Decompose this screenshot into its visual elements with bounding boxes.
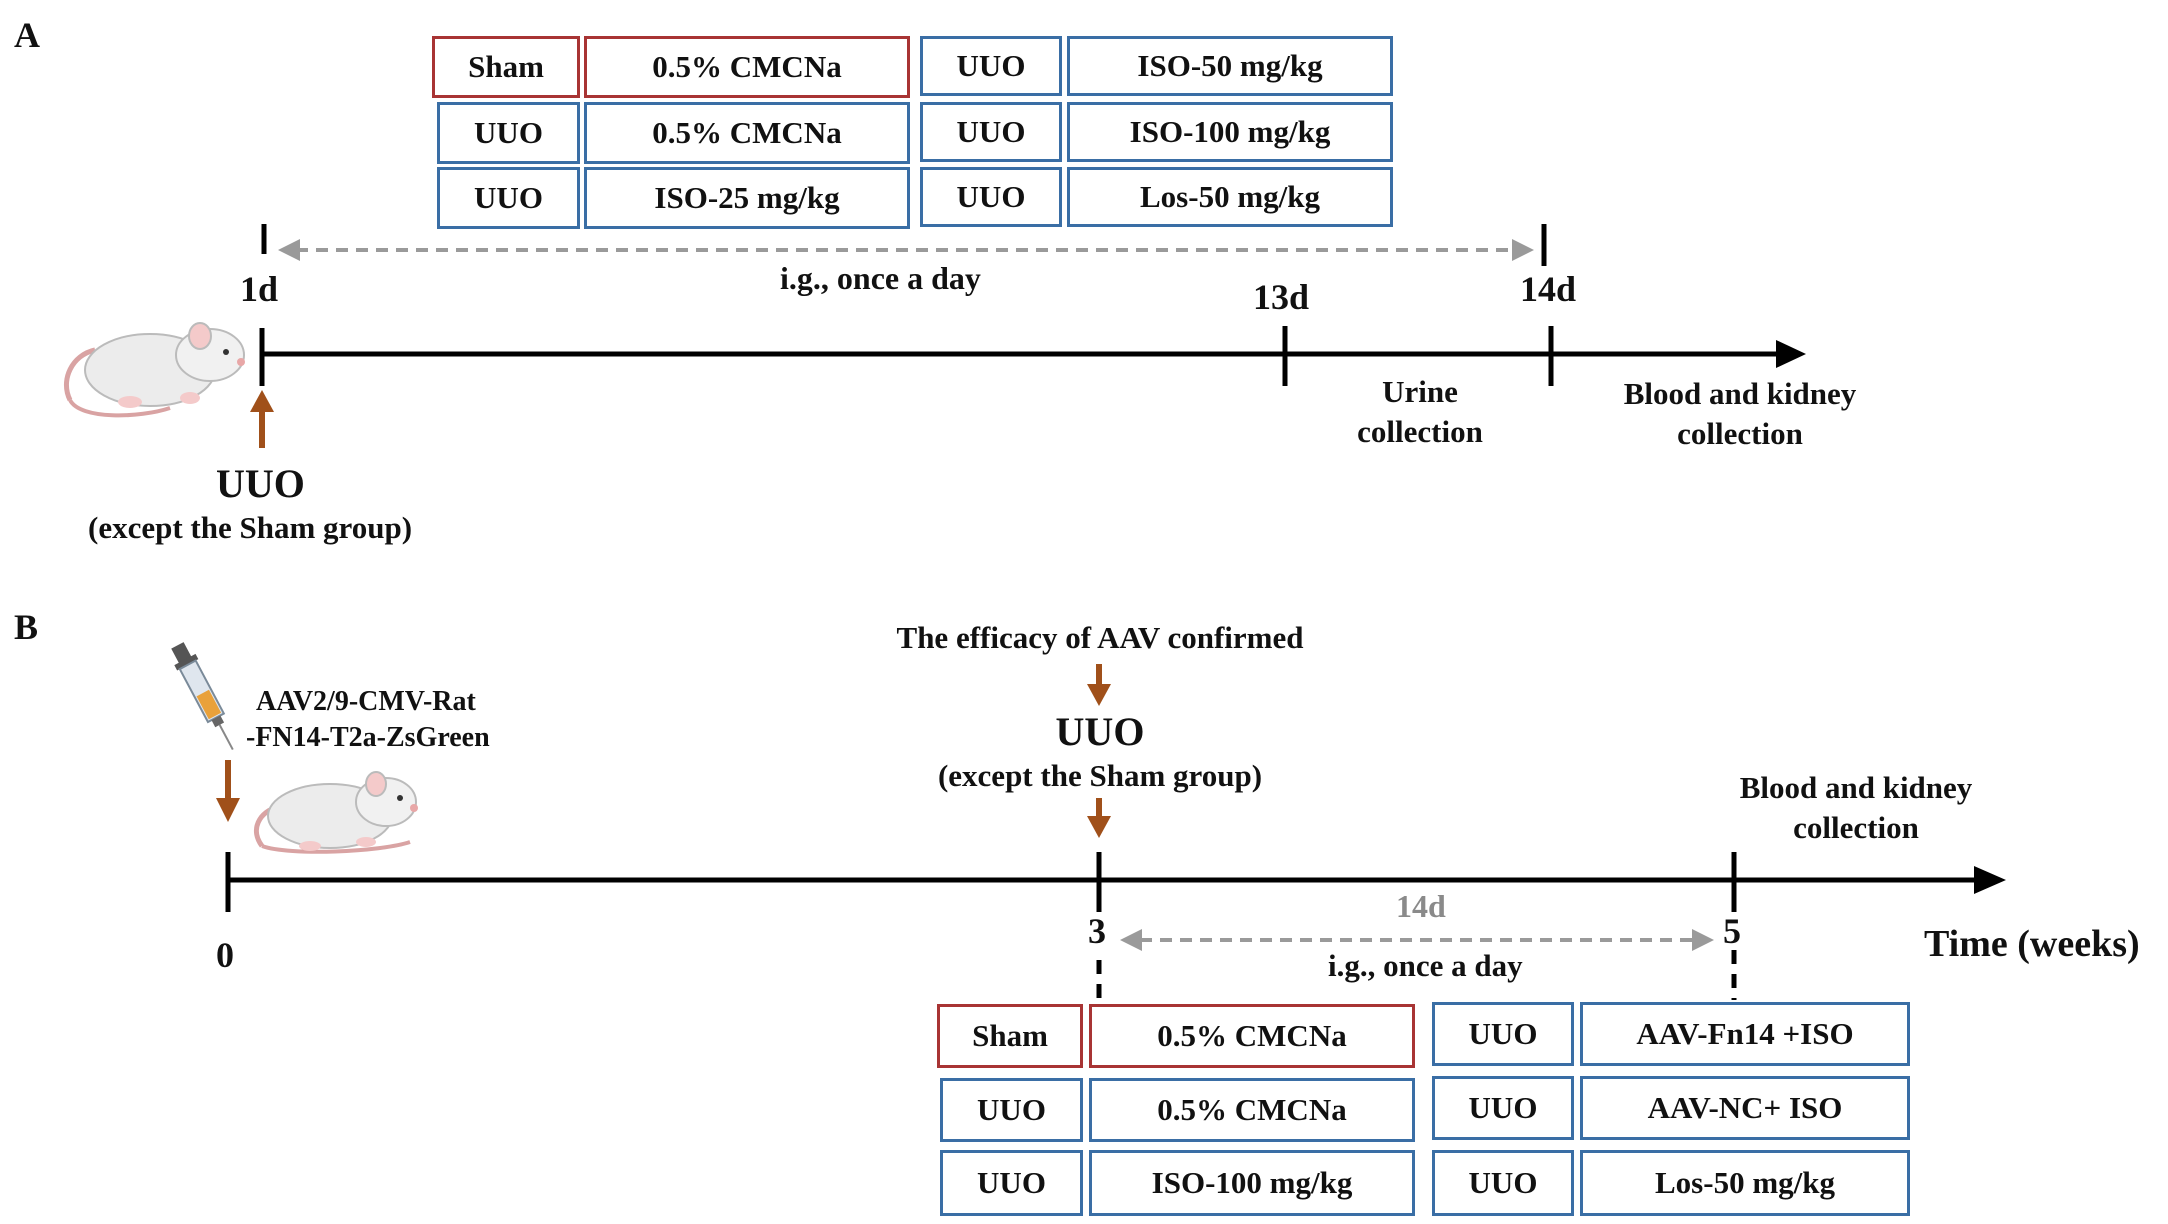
panel-b-letter: B xyxy=(14,607,39,647)
panel-b-group-2-treatment: 0.5% CMCNa xyxy=(1089,1078,1415,1142)
panel-b-efficacy-label: The efficacy of AAV confirmed xyxy=(896,620,1304,655)
panel-b-group-3-model: UUO xyxy=(940,1150,1083,1216)
panel-a-group-5-treatment: ISO-100 mg/kg xyxy=(1067,102,1393,162)
panel-b-blood-collection-line1: Blood and kidney xyxy=(1739,770,1973,805)
panel-a-dosing-right-head xyxy=(1512,239,1534,261)
panel-b-axis-label: Time (weeks) xyxy=(1924,923,2140,965)
panel-b-aav-arrow-head xyxy=(216,798,240,822)
panel-a-except-sham: (except the Sham group) xyxy=(88,510,413,545)
panel-a-group-1-treatment: 0.5% CMCNa xyxy=(584,36,910,98)
panel-a-blood-collection-line2: collection xyxy=(1677,416,1803,451)
panel-a-group-6-model: UUO xyxy=(920,167,1062,227)
panel-a-tick-13d-label: 13d xyxy=(1253,277,1310,317)
panel-b-uuo-arrow-head xyxy=(1087,816,1111,838)
panel-a-group-2-model: UUO xyxy=(437,102,580,164)
panel-a-group-4-model: UUO xyxy=(920,36,1062,96)
panel-b-tick-3-label: 3 xyxy=(1088,911,1106,951)
panel-b-dosing-left-head xyxy=(1120,929,1142,951)
panel-b-group-2-model: UUO xyxy=(940,1078,1083,1142)
panel-a-blood-collection-line1: Blood and kidney xyxy=(1623,376,1857,411)
panel-b-tick-5-label: 5 xyxy=(1723,911,1741,951)
rat-icon-b xyxy=(254,771,418,854)
panel-a-group-4-treatment: ISO-50 mg/kg xyxy=(1067,36,1393,96)
panel-b-group-1-treatment: 0.5% CMCNa xyxy=(1089,1004,1415,1068)
panel-a-tick-1d-label: 1d xyxy=(240,269,279,309)
panel-a-group-6-treatment: Los-50 mg/kg xyxy=(1067,167,1393,227)
panel-b-group-5-treatment: AAV-NC+ ISO xyxy=(1580,1076,1910,1140)
panel-b-timeline-arrowhead xyxy=(1974,866,2006,894)
panel-b-group-4-treatment: AAV-Fn14 +ISO xyxy=(1580,1002,1910,1066)
panel-a-group-1-model: Sham xyxy=(432,36,580,98)
panel-b-group-4-model: UUO xyxy=(1432,1002,1574,1066)
panel-b-aav-label-line1: AAV2/9-CMV-Rat xyxy=(256,686,476,717)
rat-icon-a xyxy=(63,322,245,418)
panel-b-aav-label-line2: -FN14-T2a-ZsGreen xyxy=(246,722,490,753)
panel-a-tick-14d-label: 14d xyxy=(1520,269,1577,309)
panel-b-blood-collection-line2: collection xyxy=(1793,810,1919,845)
panel-a-uuo-label: UUO xyxy=(216,461,305,506)
panel-b-uuo-label: UUO xyxy=(1055,709,1145,754)
panel-b-except-sham: (except the Sham group) xyxy=(937,758,1263,793)
panel-b-group-3-treatment: ISO-100 mg/kg xyxy=(1089,1150,1415,1216)
panel-a-group-3-model: UUO xyxy=(437,167,580,229)
panel-b-dosing-label: i.g., once a day xyxy=(1328,948,1523,983)
panel-a-letter: A xyxy=(14,15,40,55)
panel-b-dosing-right-head xyxy=(1692,929,1714,951)
panel-b-group-5-model: UUO xyxy=(1432,1076,1574,1140)
panel-a-dosing-label: i.g., once a day xyxy=(780,260,981,296)
panel-b-group-6-model: UUO xyxy=(1432,1150,1574,1216)
panel-a-urine-collection-line1: Urine xyxy=(1382,374,1458,409)
panel-a-timeline-arrowhead xyxy=(1776,340,1806,368)
panel-a-group-3-treatment: ISO-25 mg/kg xyxy=(584,167,910,229)
panel-b-tick-0-label: 0 xyxy=(216,935,234,975)
panel-b-group-1-model: Sham xyxy=(937,1004,1083,1068)
panel-a-group-5-model: UUO xyxy=(920,102,1062,162)
panel-a-dosing-left-head xyxy=(278,239,300,261)
panel-b-duration-label: 14d xyxy=(1396,888,1446,924)
panel-b-efficacy-arrow-head xyxy=(1087,684,1111,706)
panel-a-uuo-arrow-head xyxy=(250,390,274,412)
panel-b-group-6-treatment: Los-50 mg/kg xyxy=(1580,1150,1910,1216)
panel-a-group-2-treatment: 0.5% CMCNa xyxy=(584,102,910,164)
panel-a-urine-collection-line2: collection xyxy=(1357,414,1483,449)
syringe-icon xyxy=(171,642,234,751)
